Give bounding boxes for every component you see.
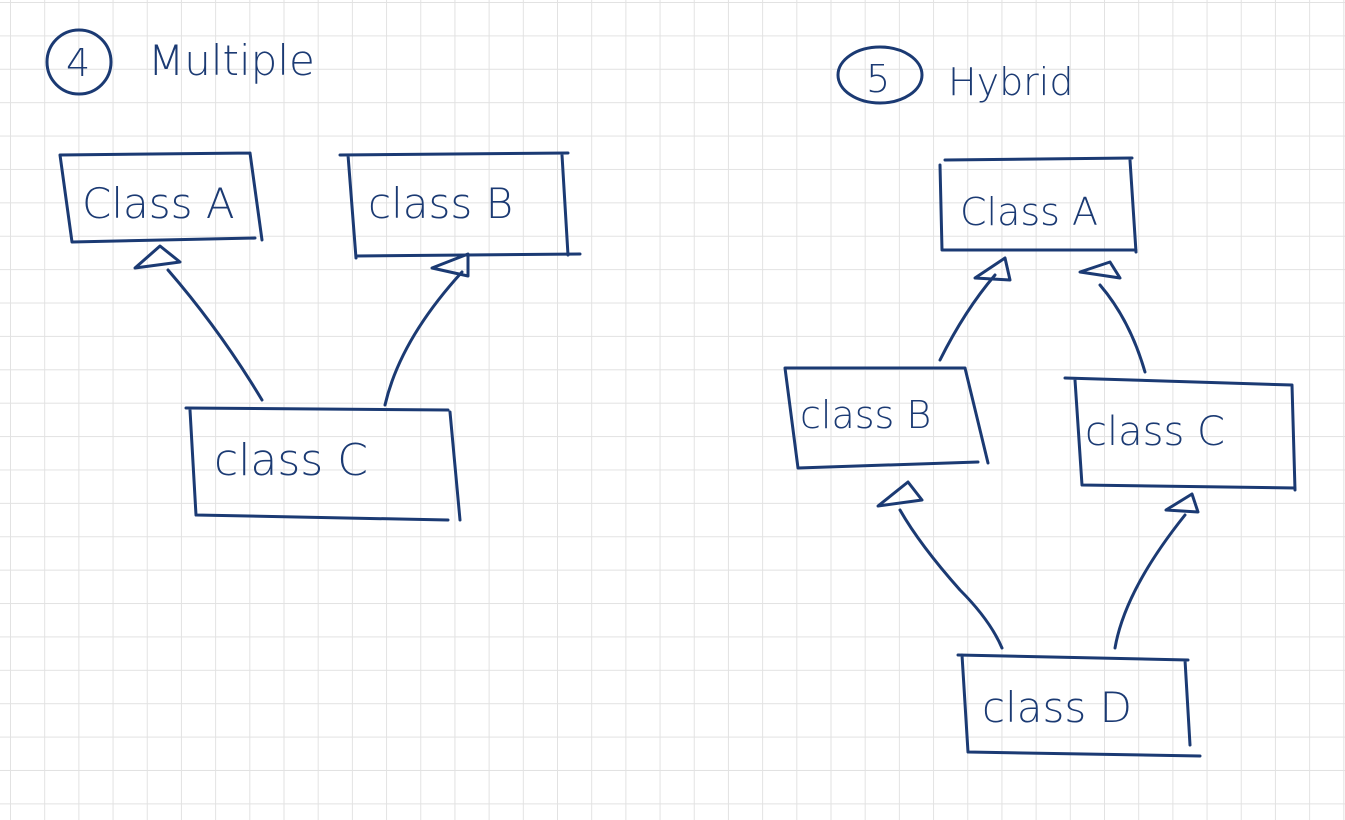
- hybrid-class-box-b: class B: [783, 366, 990, 470]
- svg-text:class B: class B: [368, 179, 513, 228]
- class-box-c: class C: [184, 406, 462, 522]
- svg-text:class C: class C: [1085, 409, 1225, 455]
- section-multiple-heading: 4 Multiple: [45, 28, 315, 96]
- number-circle: [45, 28, 113, 96]
- inheritance-arrow-d-to-b: [876, 480, 1004, 650]
- svg-text:class B: class B: [800, 393, 931, 437]
- hybrid-class-box-a: Class A: [938, 156, 1138, 254]
- inheritance-arrow-c-to-a: [1078, 260, 1147, 374]
- class-box-a: Class A: [58, 151, 264, 244]
- hybrid-class-box-c: class C: [1063, 376, 1297, 492]
- class-box-b: class B: [338, 151, 582, 260]
- section-hybrid-heading: 5 Hybrid: [836, 45, 1074, 105]
- inheritance-arrow-c-to-b: [383, 252, 470, 407]
- section-title: Hybrid: [948, 60, 1074, 104]
- inheritance-arrow-d-to-c: [1113, 492, 1200, 650]
- section-number: 5: [866, 57, 890, 101]
- svg-text:class D: class D: [982, 683, 1132, 732]
- hybrid-class-box-d: class D: [956, 653, 1202, 758]
- inheritance-arrow-c-to-a: [133, 244, 264, 402]
- svg-text:Class A: Class A: [960, 190, 1098, 234]
- section-number: 4: [66, 41, 90, 85]
- svg-text:class C: class C: [214, 435, 368, 486]
- inheritance-arrow-b-to-a: [938, 256, 1012, 362]
- svg-text:Class A: Class A: [82, 179, 235, 228]
- section-title: Multiple: [148, 36, 315, 85]
- number-circle: [836, 45, 924, 105]
